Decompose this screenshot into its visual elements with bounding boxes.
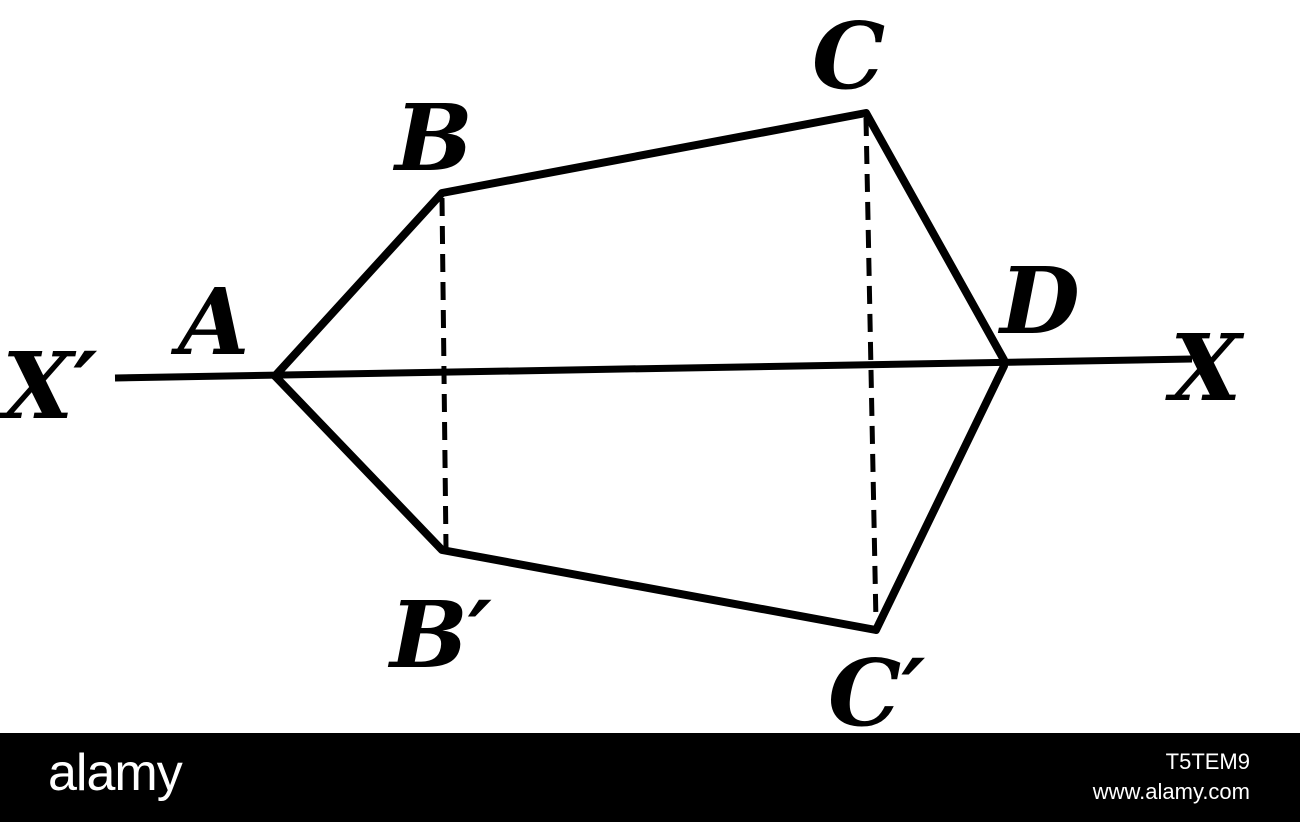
figure-canvas: X′ A B C D X B′ C′ [0,2,1245,733]
lower-polygon [271,362,1008,634]
label-d: D [997,247,1080,355]
label-c-prime: C′ [828,639,925,733]
site-url-text: www.alamy.com [1092,779,1250,804]
geometry-figure: X′ A B C D X B′ C′ [0,2,1245,733]
label-c: C [812,2,885,110]
upper-polygon [271,109,1008,380]
label-a: A [170,268,249,376]
brand-logo: alamy [48,744,183,802]
label-b: B [392,84,473,192]
label-x: X [1165,314,1245,422]
axis-line [114,355,1193,382]
watermark-footer: alamy T5TEM9 www.alamy.com [0,733,1300,822]
image-id-text: T5TEM9 [1165,749,1250,774]
dashed-line-b-bprime [439,197,449,549]
dashed-line-c-cprime [863,117,879,623]
label-b-prime: B′ [387,581,492,689]
label-x-prime: X′ [0,332,98,440]
